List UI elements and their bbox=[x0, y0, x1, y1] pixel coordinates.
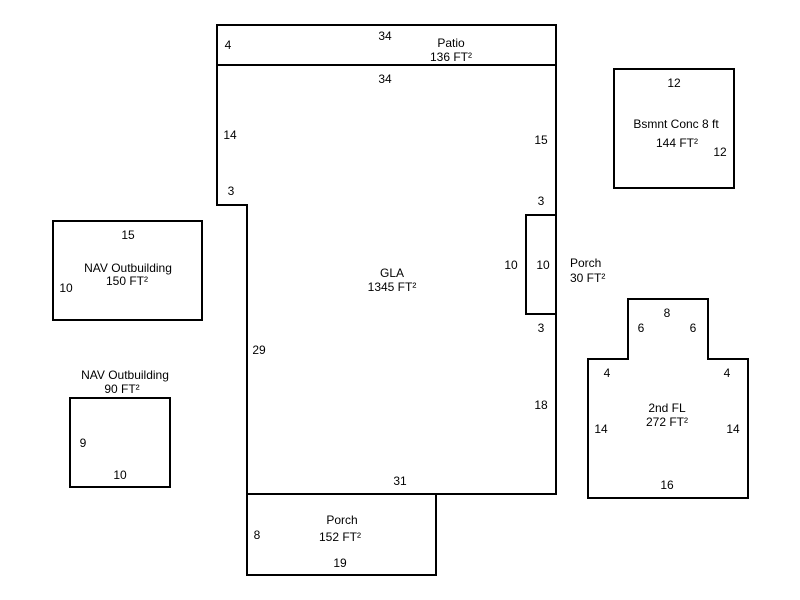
patio-dim-bottom: 34 bbox=[378, 72, 392, 86]
side-porch-outline bbox=[525, 214, 557, 315]
outbuilding-2-dim-bottom: 10 bbox=[113, 468, 127, 482]
gla-dim-left-upper: 14 bbox=[223, 128, 237, 142]
gla-dim-right-below-porch: 3 bbox=[538, 321, 545, 335]
second-floor-area[interactable]: 8 6 6 4 4 2nd FL 272 FT² 14 14 16 bbox=[587, 298, 749, 499]
second-floor-dim-shoulder-right: 4 bbox=[724, 366, 731, 380]
outbuilding-1-outline bbox=[52, 220, 203, 321]
front-porch-dim-bottom: 19 bbox=[333, 556, 347, 570]
second-floor-dim-left: 14 bbox=[594, 422, 608, 436]
second-floor-dim-top-right: 6 bbox=[690, 321, 697, 335]
second-floor-name: 2nd FL bbox=[648, 401, 686, 415]
side-porch-name: Porch bbox=[570, 256, 601, 270]
patio-area[interactable]: 4 34 Patio 136 FT² bbox=[216, 24, 557, 66]
gla-area[interactable]: 34 14 3 29 15 3 10 3 18 31 GLA 1345 FT² bbox=[216, 64, 557, 495]
second-floor-dim-top: 8 bbox=[664, 306, 671, 320]
gla-dim-right-lower: 18 bbox=[534, 398, 548, 412]
basement-outline bbox=[613, 68, 735, 189]
gla-dim-bottom: 31 bbox=[393, 474, 407, 488]
second-floor-dim-top-left: 6 bbox=[638, 321, 645, 335]
patio-name: Patio bbox=[437, 36, 465, 50]
gla-dim-notch: 3 bbox=[228, 184, 235, 198]
second-floor-outline bbox=[587, 298, 749, 499]
front-porch-name: Porch bbox=[326, 513, 357, 527]
patio-area-value: 136 FT² bbox=[430, 50, 472, 64]
second-floor-dim-bottom: 16 bbox=[660, 478, 674, 492]
basement-dim-top: 12 bbox=[667, 76, 681, 90]
gla-dim-right-upper: 15 bbox=[534, 133, 548, 147]
outbuilding-1-name: NAV Outbuilding bbox=[84, 261, 172, 275]
outbuilding-2-area-value: 90 FT² bbox=[104, 382, 139, 396]
patio-dim-top: 34 bbox=[378, 29, 392, 43]
outbuilding-2-dim-left: 9 bbox=[80, 436, 87, 450]
front-porch-area-value: 152 FT² bbox=[319, 530, 361, 544]
gla-dim-porch-left: 10 bbox=[504, 258, 518, 272]
front-porch-dim-left: 8 bbox=[254, 528, 261, 542]
outbuilding-2-name: NAV Outbuilding bbox=[81, 368, 169, 382]
outbuilding-1-area-value: 150 FT² bbox=[106, 274, 148, 288]
side-porch-area-value: 30 FT² bbox=[570, 271, 605, 285]
gla-dim-right-above-porch: 3 bbox=[538, 194, 545, 208]
front-porch-outline bbox=[246, 493, 437, 576]
basement-area[interactable]: 12 Bsmnt Conc 8 ft 144 FT² 12 bbox=[613, 68, 735, 189]
front-porch-area[interactable]: Porch 152 FT² 8 19 bbox=[246, 493, 437, 576]
outbuilding-2-outline bbox=[69, 397, 171, 488]
basement-area-value: 144 FT² bbox=[656, 136, 698, 150]
gla-name: GLA bbox=[380, 266, 404, 280]
outbuilding-1-area[interactable]: 15 NAV Outbuilding 150 FT² 10 bbox=[52, 220, 203, 321]
outbuilding-1-dim-top: 15 bbox=[121, 228, 135, 242]
second-floor-dim-shoulder-left: 4 bbox=[604, 366, 611, 380]
basement-name: Bsmnt Conc 8 ft bbox=[633, 117, 719, 131]
basement-dim-right: 12 bbox=[713, 145, 727, 159]
second-floor-dim-right: 14 bbox=[726, 422, 740, 436]
outbuilding-1-dim-left: 10 bbox=[59, 281, 73, 295]
patio-dim-left: 4 bbox=[225, 38, 232, 52]
side-porch-area[interactable]: 10 Porch 30 FT² bbox=[525, 214, 605, 315]
gla-area-value: 1345 FT² bbox=[368, 280, 417, 294]
gla-dim-left-lower: 29 bbox=[252, 343, 266, 357]
second-floor-area-value: 272 FT² bbox=[646, 415, 688, 429]
side-porch-dim-inner: 10 bbox=[536, 258, 550, 272]
outbuilding-2-area[interactable]: NAV Outbuilding 90 FT² 9 10 bbox=[69, 368, 171, 488]
